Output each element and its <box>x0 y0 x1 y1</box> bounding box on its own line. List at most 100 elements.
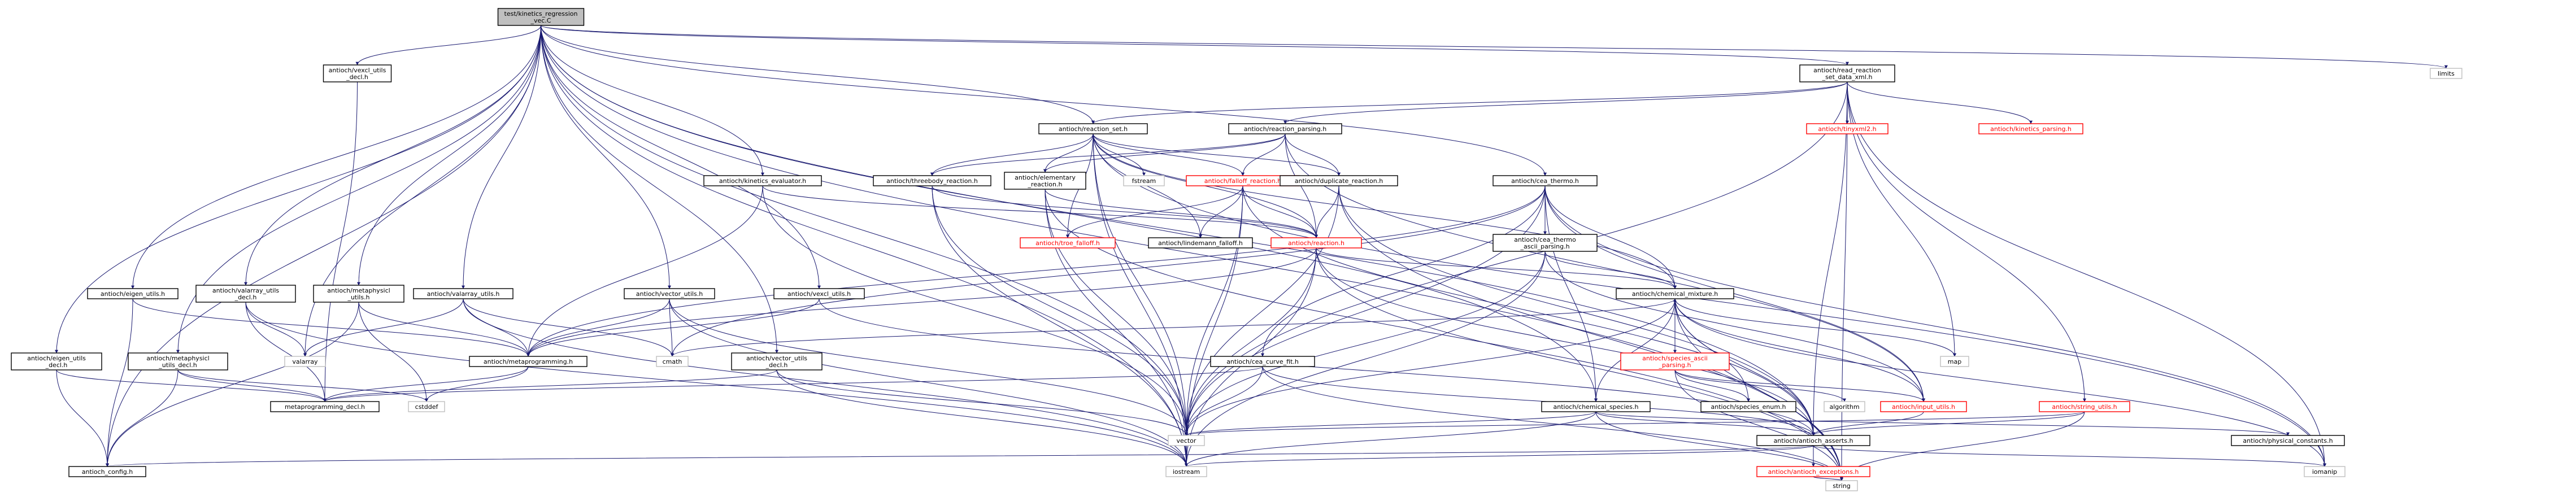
node-map[interactable]: map <box>1940 356 1969 367</box>
edge-root-to-vector-decl <box>541 25 778 354</box>
node-kinetics-eval[interactable]: antioch/kinetics_evaluator.h <box>703 175 822 186</box>
edge-valarray-utils-to-iostream <box>463 298 1188 467</box>
node-label: antioch_config.h <box>82 468 133 476</box>
node-label: iomanip <box>2312 468 2337 476</box>
node-valarray-decl[interactable]: antioch/valarray_utils_decl.h <box>195 285 296 303</box>
edge-root-to-vexcl-decl <box>355 25 541 66</box>
node-label: _reaction.h <box>1028 181 1063 188</box>
node-limits[interactable]: limits <box>2430 68 2462 79</box>
node-valarray-utils[interactable]: antioch/valarray_utils.h <box>413 288 514 299</box>
node-label: cstddef <box>415 403 439 411</box>
edge-read-reaction-to-reaction-parsing <box>1283 81 1848 124</box>
node-label: _decl.h <box>765 361 788 369</box>
node-vector-utils[interactable]: antioch/vector_utils.h <box>624 288 715 299</box>
node-box <box>1210 356 1315 367</box>
edge-reaction-to-chemical-mixture <box>1316 247 1677 289</box>
node-label: _decl.h <box>234 294 257 301</box>
node-fstream[interactable]: fstream <box>1123 175 1165 186</box>
node-label: _decl.h <box>346 73 368 81</box>
node-metaprogramming[interactable]: antioch/metaprogramming.h <box>469 356 588 367</box>
node-reaction-set[interactable]: antioch/reaction_set.h <box>1038 123 1148 134</box>
node-antioch-exceptions[interactable]: antioch/antioch_exceptions.h <box>1756 466 1870 477</box>
node-label: _set_data_xml.h <box>1822 73 1873 81</box>
node-vexcl-decl[interactable]: antioch/vexcl_utils_decl.h <box>323 64 392 82</box>
node-label: antioch/kinetics_parsing.h <box>1990 125 2072 133</box>
node-label: antioch/falloff_reaction.h <box>1204 177 1281 185</box>
node-algorithm[interactable]: algorithm <box>1824 401 1865 412</box>
edge-antioch-exceptions-to-string <box>1813 476 1843 481</box>
edge-reaction-set-to-vector <box>1093 133 1188 436</box>
edge-vexcl-utils-to-metaprogramming <box>526 298 820 357</box>
edge-cea-thermo-to-chemical-species <box>1544 185 1598 402</box>
edge-root-to-reaction-set <box>541 25 1095 124</box>
edge-cea-thermo-ascii-to-vector <box>1185 251 1546 436</box>
node-read-reaction[interactable]: antioch/read_reaction_set_data_xml.h <box>1799 64 1895 82</box>
edge-reaction-parsing-to-falloff <box>1241 133 1286 176</box>
node-vector-decl[interactable]: antioch/vector_utils_decl.h <box>731 352 823 370</box>
node-label: antioch/chemical_species.h <box>1554 403 1639 411</box>
edge-chemical-species-to-physical-constants <box>1595 411 2290 436</box>
edge-metaprogramming-to-metaprogramming-decl <box>323 366 529 402</box>
node-cstddef[interactable]: cstddef <box>408 401 445 412</box>
node-metaprogramming-decl[interactable]: metaprogramming_decl.h <box>270 401 380 412</box>
node-label: _parsing.h <box>1659 361 1691 369</box>
node-cmath[interactable]: cmath <box>656 356 689 367</box>
edge-root-to-string <box>541 25 1843 481</box>
node-duplicate[interactable]: antioch/duplicate_reaction.h <box>1280 175 1398 186</box>
edge-input-utils-to-antioch-asserts <box>1812 411 1924 436</box>
node-reaction-parsing[interactable]: antioch/reaction_parsing.h <box>1228 123 1342 134</box>
node-elementary[interactable]: antioch/elementary_reaction.h <box>1004 172 1086 190</box>
node-eigen-utils[interactable]: antioch/eigen_utils.h <box>87 288 179 299</box>
node-cea-curve-fit[interactable]: antioch/cea_curve_fit.h <box>1210 356 1315 367</box>
node-iostream[interactable]: iostream <box>1165 466 1207 477</box>
edge-string-utils-to-vector <box>1185 411 2085 436</box>
node-box <box>2231 435 2345 446</box>
edge-reaction-parsing-to-input-utils <box>1285 133 1925 402</box>
node-eigen-decl[interactable]: antioch/eigen_utils_decl.h <box>11 352 102 370</box>
node-box <box>1280 175 1398 186</box>
node-kinetics-parsing[interactable]: antioch/kinetics_parsing.h <box>1978 123 2083 134</box>
node-threebody[interactable]: antioch/threebody_reaction.h <box>873 175 991 186</box>
node-vector[interactable]: vector <box>1168 435 1205 446</box>
node-box <box>87 288 179 299</box>
node-string-utils[interactable]: antioch/string_utils.h <box>2039 401 2130 412</box>
node-iomanip[interactable]: iomanip <box>2304 466 2346 477</box>
node-antioch-config[interactable]: antioch_config.h <box>68 466 146 477</box>
edge-antioch-asserts-to-iomanip <box>1813 445 2326 467</box>
node-valarray[interactable]: valarray <box>284 356 326 367</box>
node-label: antioch/elementary <box>1015 174 1076 181</box>
node-species-enum[interactable]: antioch/species_enum.h <box>1700 401 1796 412</box>
node-chemical-species[interactable]: antioch/chemical_species.h <box>1541 401 1651 412</box>
edge-root-to-metaphysicl-utils <box>357 25 541 286</box>
node-label: antioch/duplicate_reaction.h <box>1295 177 1383 185</box>
node-cea-thermo-ascii[interactable]: antioch/cea_thermo_ascii_parsing.h <box>1492 234 1598 252</box>
node-cea-thermo[interactable]: antioch/cea_thermo.h <box>1492 175 1598 186</box>
node-troe[interactable]: antioch/troe_falloff.h <box>1020 237 1116 249</box>
node-physical-constants[interactable]: antioch/physical_constants.h <box>2231 435 2345 446</box>
edge-vector-utils-to-metaprogramming <box>526 298 670 357</box>
node-lindemann[interactable]: antioch/lindemann_falloff.h <box>1148 237 1253 249</box>
node-root[interactable]: test/kinetics_regression_vec.C <box>497 8 585 26</box>
node-species-ascii[interactable]: antioch/species_ascii_parsing.h <box>1620 352 1730 370</box>
node-antioch-asserts[interactable]: antioch/antioch_asserts.h <box>1756 435 1870 446</box>
node-label: _vec.C <box>530 17 551 24</box>
edge-read-reaction-to-iomanip <box>1847 81 2326 467</box>
node-reaction[interactable]: antioch/reaction.h <box>1270 237 1362 249</box>
node-box <box>1825 480 1858 491</box>
node-label: antioch/threebody_reaction.h <box>886 177 978 185</box>
edge-root-to-antioch-asserts <box>541 25 1815 436</box>
node-metaphysicl-decl[interactable]: antioch/metaphysicl_utils_decl.h <box>128 352 228 370</box>
node-vexcl-utils[interactable]: antioch/vexcl_utils.h <box>773 288 865 299</box>
node-input-utils[interactable]: antioch/input_utils.h <box>1880 401 1967 412</box>
node-label: vector <box>1177 437 1196 444</box>
node-string[interactable]: string <box>1825 480 1858 491</box>
edge-falloff-to-lindemann <box>1199 185 1243 238</box>
node-label: antioch/metaphysicl <box>327 287 390 294</box>
node-chemical-mixture[interactable]: antioch/chemical_mixture.h <box>1616 288 1734 299</box>
edge-vector-utils-to-iostream <box>669 298 1188 467</box>
node-tinyxml2[interactable]: antioch/tinyxml2.h <box>1806 123 1889 134</box>
node-metaphysicl-utils[interactable]: antioch/metaphysicl_utils.h <box>313 285 404 303</box>
node-label: antioch/valarray_utils.h <box>427 290 500 298</box>
edge-chemical-species-to-antioch-asserts <box>1595 411 1815 436</box>
node-falloff[interactable]: antioch/falloff_reaction.h <box>1186 175 1300 186</box>
